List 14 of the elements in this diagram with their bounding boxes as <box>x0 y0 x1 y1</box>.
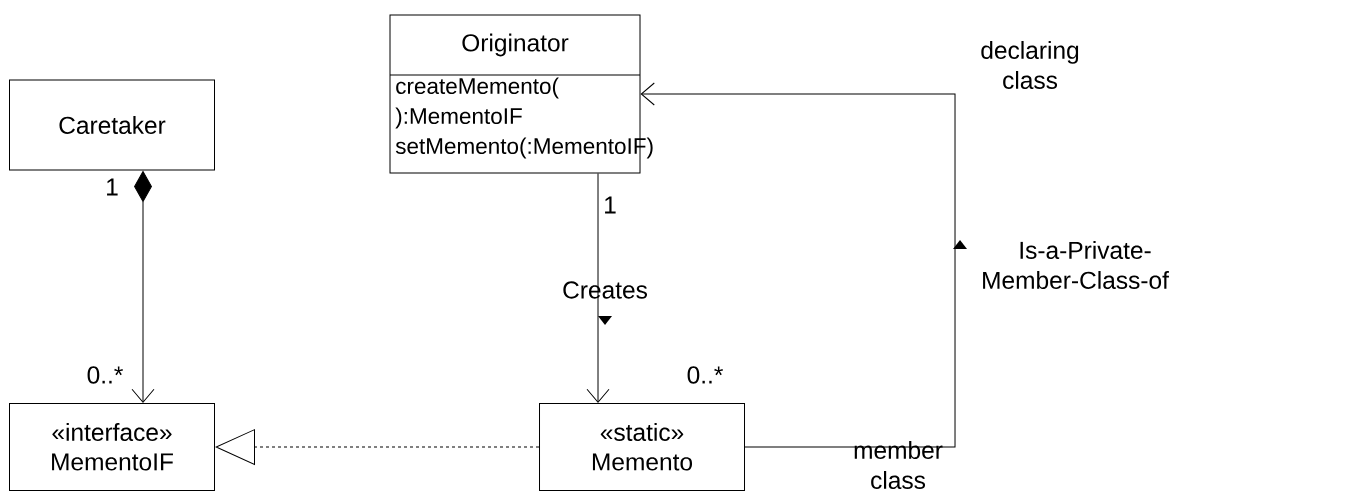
connector <box>131 171 155 403</box>
connector <box>640 82 956 448</box>
class-box: Caretaker <box>9 79 215 171</box>
class-box: «static» Memento <box>539 403 745 491</box>
edge-label: Is-a-Private-Member-Class-of <box>983 241 1169 289</box>
role-label: member class <box>854 441 943 489</box>
class-box: Originator createMemento( ):MementoIF setMemento(:MementoIF) <box>389 14 653 174</box>
class-box: «interface» MementoIF <box>9 403 215 491</box>
role-label: declaring class <box>981 41 1079 89</box>
connector <box>586 173 610 403</box>
connector <box>215 429 540 465</box>
multiplicity-label: 0..* <box>87 366 123 384</box>
edge-label: Creates <box>563 281 647 299</box>
multiplicity-label: 1 <box>605 196 616 214</box>
